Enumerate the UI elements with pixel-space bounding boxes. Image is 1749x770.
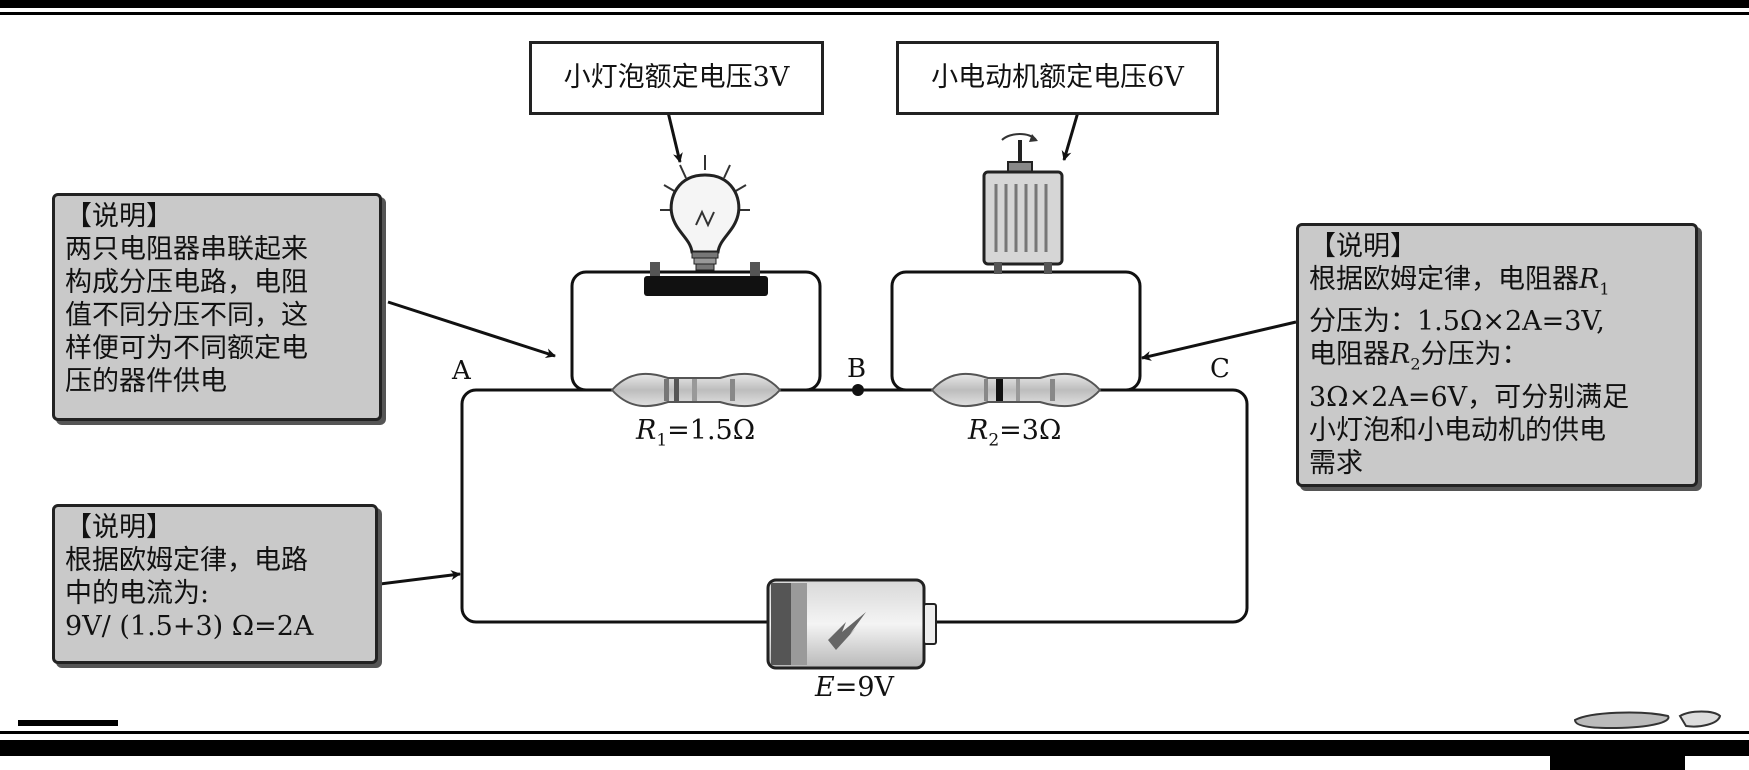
r2-subscript: 2: [988, 430, 1000, 451]
r1-symbol: R: [636, 415, 657, 446]
note-right-line-4: 3Ω×2A=6V，可分别满足: [1309, 381, 1630, 413]
battery-icon: [766, 578, 937, 670]
bulb-rating-label: 小灯泡额定电压3V: [529, 41, 824, 115]
note-left-top-line: 构成分压电路，电阻: [65, 267, 308, 298]
note-right: 【说明】 根据欧姆定律，电阻器R1 分压为：1.5Ω×2A=3V, 电阻器R2分…: [1296, 223, 1698, 487]
r1-value: =1.5Ω: [667, 415, 756, 446]
top-rule-thick: [0, 0, 1749, 8]
bulb-icon: [644, 155, 768, 296]
node-b-label: B: [847, 354, 867, 384]
note-left-top-line: 值不同分压不同，这: [65, 300, 308, 331]
resistor-r2-icon: [930, 372, 1102, 408]
note-right-title: 【说明】: [1309, 231, 1417, 262]
note-left-top: 【说明】 两只电阻器串联起来 构成分压电路，电阻 值不同分压不同，这 样便可为不…: [52, 193, 382, 421]
note-right-line-1: 根据欧姆定律，电阻器R1: [1309, 263, 1685, 305]
note-left-bottom-line: 中的电流为:: [65, 578, 210, 609]
bottom-rule-tab: [1550, 752, 1685, 770]
r2-caption: R2=3Ω: [968, 415, 1061, 450]
note-right-line-2: 分压为：1.5Ω×2A=3V,: [1309, 306, 1605, 338]
note-left-bottom-line: 根据欧姆定律，电路: [65, 545, 308, 576]
node-b-dot: [852, 384, 864, 396]
bottom-rule-thick: [0, 740, 1749, 756]
note-left-bottom-title: 【说明】: [65, 512, 173, 543]
note-left-top-line: 压的器件供电: [65, 366, 227, 397]
note-right-r2-sub: 2: [1410, 354, 1421, 374]
note-right-line-6: 需求: [1309, 447, 1363, 479]
r1-caption: R1=1.5Ω: [636, 415, 755, 450]
note-right-r1-sub: 1: [1599, 279, 1610, 299]
note-right-arrow: [1141, 320, 1297, 361]
resistor-r1-icon: [610, 372, 782, 408]
motor-icon: [982, 133, 1064, 274]
motor-branch-wire: [890, 270, 1142, 392]
note-right-line-1-text: 根据欧姆定律，电阻器: [1309, 264, 1579, 295]
bottom-rule-thin: [0, 731, 1749, 734]
note-right-r2-symbol: R: [1390, 339, 1411, 371]
note-right-line-3-post: 分压为：: [1420, 339, 1529, 371]
battery-value: =9V: [834, 672, 895, 703]
r2-value: =3Ω: [999, 415, 1062, 446]
note-left-bottom-line: 9V/ (1.5+3) Ω=2A: [65, 611, 314, 642]
chalk-decoration-icon: [1573, 710, 1722, 730]
node-a-label: A: [452, 356, 471, 386]
note-left-top-arrow: [387, 300, 556, 358]
note-left-bottom-arrow: [379, 570, 461, 586]
top-rule-thin: [0, 12, 1749, 15]
battery-caption: E=9V: [815, 672, 894, 703]
bulb-label-arrow: [666, 111, 683, 163]
note-left-top-title: 【说明】: [65, 201, 173, 232]
note-left-top-line: 两只电阻器串联起来: [65, 234, 308, 265]
note-right-line-5: 小灯泡和小电动机的供电: [1309, 414, 1606, 446]
bottom-rule-short: [18, 720, 118, 726]
note-left-bottom: 【说明】 根据欧姆定律，电路 中的电流为: 9V/ (1.5+3) Ω=2A: [52, 504, 378, 664]
note-right-line-3-pre: 电阻器: [1309, 339, 1390, 371]
battery-symbol: E: [815, 672, 835, 703]
note-right-line-3: 电阻器R2分压为：: [1309, 338, 1685, 380]
note-right-r1-symbol: R: [1579, 264, 1600, 295]
motor-rating-label: 小电动机额定电压6V: [896, 41, 1219, 115]
r2-symbol: R: [968, 415, 989, 446]
node-c-label: C: [1210, 354, 1230, 384]
motor-label-arrow: [1061, 111, 1080, 161]
note-left-top-line: 样便可为不同额定电: [65, 333, 308, 364]
r1-subscript: 1: [656, 430, 668, 451]
